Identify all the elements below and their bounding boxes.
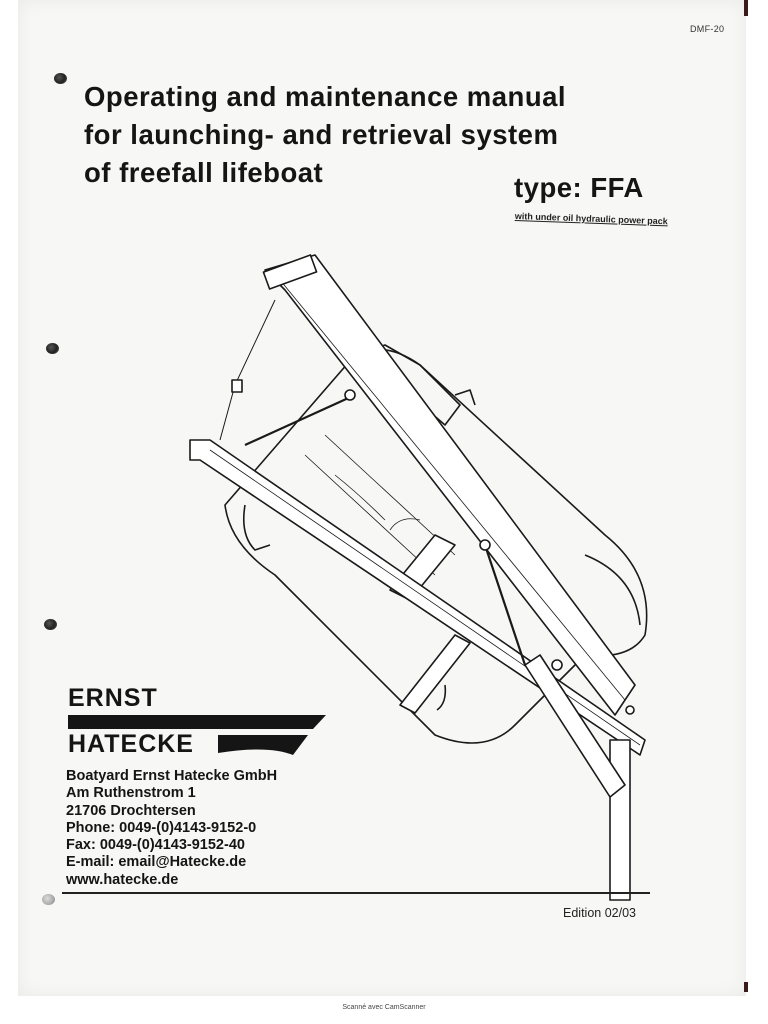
cross-member <box>399 634 471 714</box>
title-line: of freefall lifeboat <box>84 157 324 188</box>
city: 21706 Drochtersen <box>66 802 196 819</box>
support-leg <box>609 739 631 901</box>
brand-logo-ernst: ERNST <box>68 684 158 712</box>
email: E-mail: email@Hatecke.de <box>66 854 247 871</box>
lifeboat-stern-cap <box>584 554 641 626</box>
support-strut <box>524 654 626 798</box>
hoist-wire <box>219 299 276 441</box>
title-line: Operating and maintenance manual <box>84 81 567 112</box>
scan-edge-mark <box>744 0 748 16</box>
slipway-frame <box>189 439 646 756</box>
document-id: DMF-20 <box>690 24 725 34</box>
document-title: Operating and maintenance manual for lau… <box>84 78 664 192</box>
release-hook <box>436 684 447 711</box>
lifeboat-launch-system-drawing <box>189 254 648 901</box>
footer-rule <box>62 892 650 894</box>
punch-hole <box>46 343 59 354</box>
type-label: type: FFA <box>514 172 644 203</box>
address-block: Boatyard Ernst Hatecke GmbH Am Ruthenstr… <box>66 768 277 889</box>
edition: Edition 02/03 <box>563 906 636 920</box>
title-line: for launching- and retrieval system <box>84 119 559 150</box>
company-name: Boatyard Ernst Hatecke GmbH <box>66 768 278 784</box>
fax: Fax: 0049-(0)4143-9152-40 <box>66 837 245 854</box>
punch-hole <box>54 73 67 84</box>
scanner-note: Scanné avec CamScanner <box>342 1004 426 1011</box>
punch-hole <box>42 894 55 905</box>
hydraulic-cylinder <box>244 393 356 447</box>
street: Am Ruthenstrom 1 <box>66 785 196 802</box>
hydraulic-cylinder <box>483 544 527 666</box>
brand-logo-hatecke: HATECKE <box>68 730 194 758</box>
website: www.hatecke.de <box>66 871 179 888</box>
phone: Phone: 0049-(0)4143-9152-0 <box>66 819 257 836</box>
punch-hole <box>44 619 57 630</box>
scan-edge-mark <box>744 982 748 992</box>
brand-logo-bar <box>68 715 326 755</box>
